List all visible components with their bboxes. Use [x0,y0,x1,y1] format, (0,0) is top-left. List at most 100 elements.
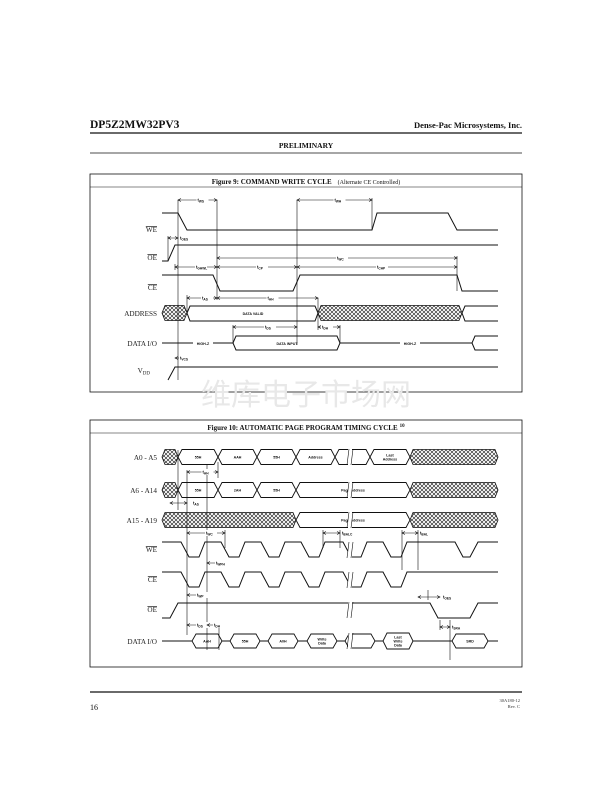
high-z-label-2: HIGH-Z [404,342,417,346]
timing-annotation: tBALC [322,530,353,537]
oe-waveform [162,602,498,619]
vdd-waveform [167,366,498,381]
page-number: 16 [90,703,98,712]
signal-address: ADDRESS [124,310,157,318]
we-waveform [162,212,498,231]
timing-annotation: tWPH [206,560,227,567]
timing-annotation: tDS [186,622,208,629]
bus-value: SRD [466,639,474,643]
svg-text:tWS: tWS [198,198,205,204]
undefined-bus-region [161,512,297,528]
bus-value: Address [308,455,322,459]
signal-data-io: DATA I/O [127,638,157,646]
address-dont-care [317,305,463,321]
svg-text:tVCS: tVCS [180,356,188,362]
timing-annotation: tVCS [174,355,191,362]
svg-text:tWH: tWH [335,198,342,204]
undefined-bus-region [409,512,499,528]
timing-annotation: tSRA [439,624,463,631]
bus-segment: Page Address [295,512,411,528]
ce-waveform [162,571,498,588]
bus-value: 55H [273,455,280,459]
svg-text:tWC: tWC [337,256,344,262]
bus-value: 55H [242,639,249,643]
svg-text:tCHP: tCHP [377,265,386,271]
reference-lines [167,198,458,380]
signal-oe: OE [147,254,157,262]
svg-text:tAS: tAS [193,501,199,507]
high-z-label: HIGH-Z [197,342,210,346]
timing-annotation: tCP [216,264,298,271]
bus-segment: Address [295,449,336,465]
svg-text:tAS: tAS [202,296,208,302]
bus-segment: 55H [256,482,297,498]
svg-text:tBAL: tBAL [420,531,428,537]
timing-annotation: tGHWL [174,264,218,271]
part-number: DP5Z2MW32PV3 [90,119,180,131]
bus-value: AAH [234,455,242,459]
address-bus [161,305,498,322]
svg-text:tGHWL: tGHWL [196,265,207,271]
svg-text:tWC: tWC [206,531,213,537]
timing-annotation: tWC [216,255,458,262]
svg-text:tWP: tWP [197,593,204,599]
svg-text:tDS: tDS [197,623,203,629]
bus-value: Last [386,453,394,457]
reference-lines [177,450,451,660]
svg-text:tBALC: tBALC [342,531,353,537]
undefined-bus-region [161,482,179,498]
signal-we: WE [146,546,158,554]
figure-9: Figure 9: COMMAND WRITE CYCLE(Alternate … [89,173,523,393]
timing-annotation: tWP [186,592,208,599]
signal-a6-a14: A6 - A14 [130,487,157,495]
svg-text:tAH: tAH [203,470,210,476]
bus-segment: 55H [229,633,261,649]
svg-text:tOES: tOES [180,236,188,242]
bus-value: 55H [273,488,280,492]
signal-ce: CE [148,284,158,292]
bus-value: Page Address [341,518,365,522]
timing-annotation: tOES [167,235,191,242]
bus-value: 55H [195,455,202,459]
bus-segment: 2AH [217,482,258,498]
bus-value: Last [394,635,402,639]
signal-data-io: DATA I/O [127,340,157,348]
figure-10-title: Figure 10: AUTOMATIC PAGE PROGRAM TIMING… [207,424,405,432]
figure-10: Figure 10: AUTOMATIC PAGE PROGRAM TIMING… [89,419,523,668]
break-marks [346,448,354,650]
timing-annotation: tDH [206,622,225,629]
svg-text:tAH: tAH [268,296,275,302]
timing-annotation: tAS [186,295,218,302]
svg-text:tCP: tCP [257,265,264,271]
bus-value: Data [394,643,403,647]
timing-annotation: tWH [296,197,373,204]
oe-waveform [162,244,498,262]
bus-segment: SRD [451,633,489,649]
signal-a0-a5: A0 - A5 [134,454,158,462]
ce-waveform [162,274,498,292]
bus-value: Write [394,639,403,643]
address-dont-care [161,305,188,321]
address-valid-label: DATA VALID [243,312,264,316]
bus-value: 2AH [234,488,242,492]
svg-text:tOES: tOES [443,595,451,601]
bus-value: Data [318,641,327,645]
timing-annotation: tAS [169,500,204,507]
signal-ce: CE [148,576,158,584]
undefined-bus-region [161,449,179,465]
bus-value: A0H [279,639,287,643]
svg-text:tDS: tDS [265,325,271,331]
preliminary-label: PRELIMINARY [279,141,334,150]
signal-vdd: VDD [138,367,151,377]
timing-annotation: tAH [216,295,319,302]
bus-value: 55H [195,488,202,492]
signal-a15-a19: A15 - A19 [127,517,158,525]
bus-segment: AAH [217,449,258,465]
timing-annotation: tDH [317,324,341,331]
signal-we: WE [146,226,158,234]
timing-annotation: tWS [177,197,218,204]
timing-annotation: tWC [186,530,226,537]
